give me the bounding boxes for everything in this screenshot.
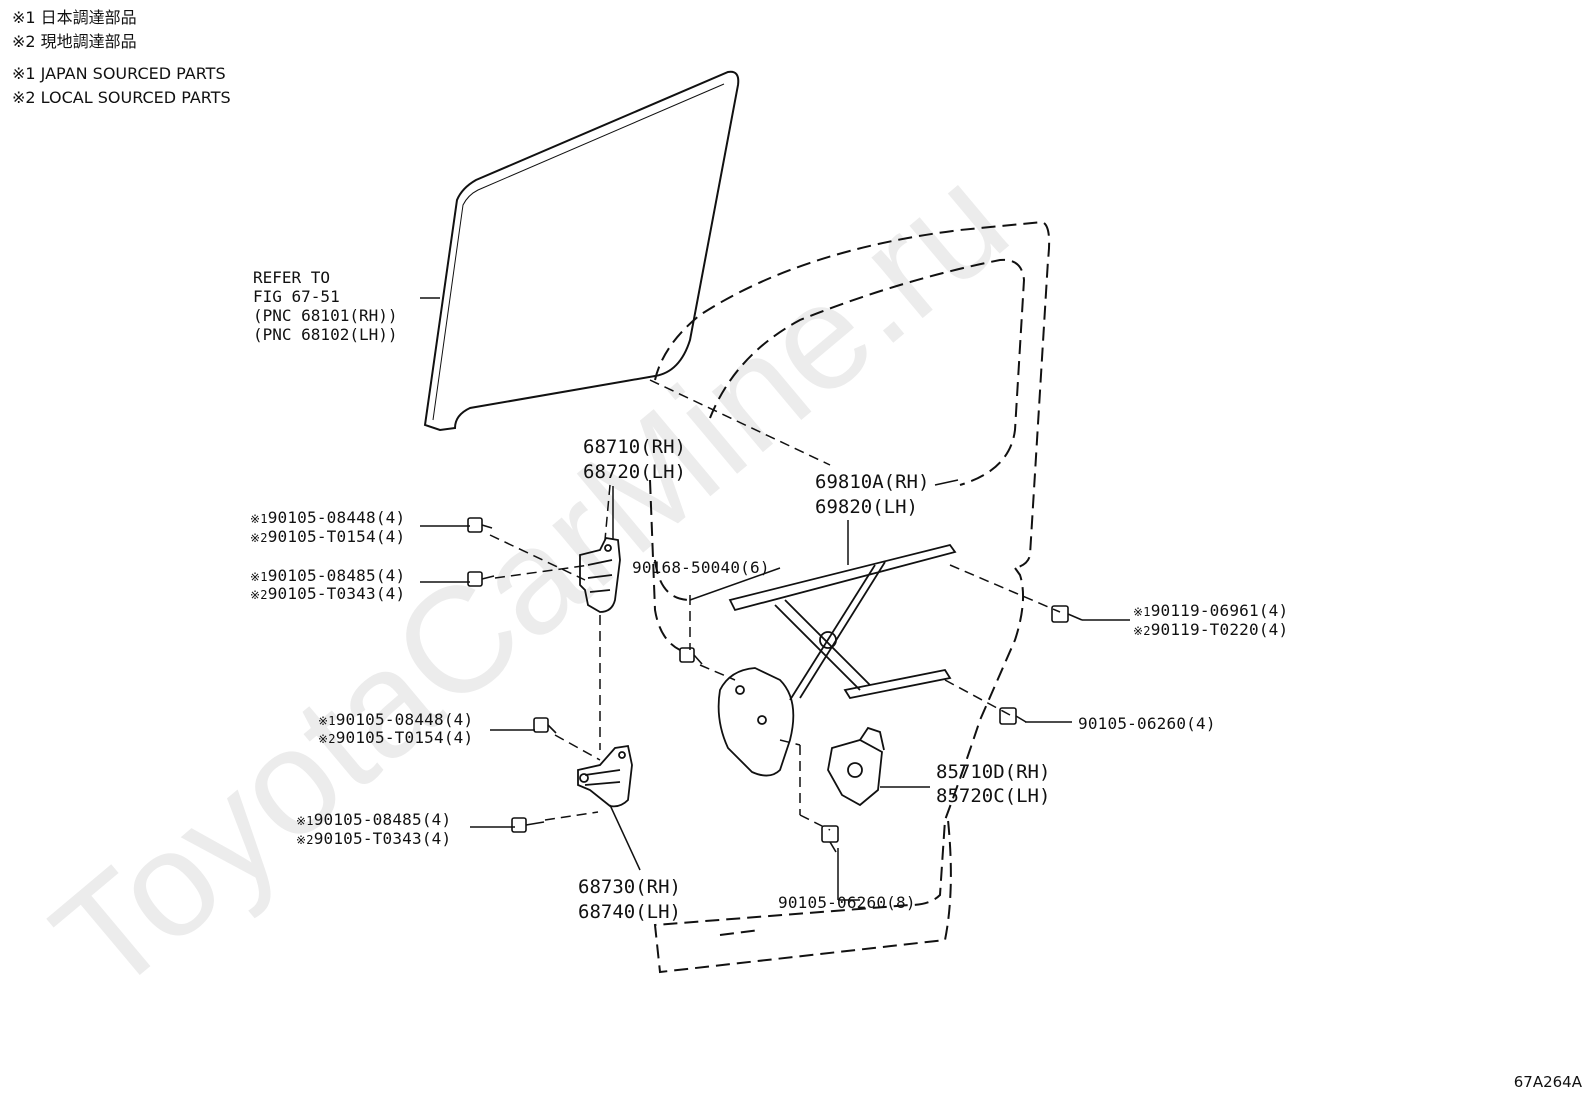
bolt-b7 — [999, 707, 1027, 725]
refer-line-4: (PNC 68102(LH)) — [253, 325, 398, 344]
pnc-hinge-upper-rh: 68710(RH) — [583, 436, 686, 458]
bolt-b3-line-1: ※190105-08448(4) — [318, 710, 474, 729]
pnc-motor-lh: 85720C(LH) — [936, 785, 1051, 807]
bolt-b8 — [821, 825, 839, 853]
bolts — [467, 517, 1083, 853]
note-local-en: ※2 LOCAL SOURCED PARTS — [12, 88, 231, 107]
pnc-hinge-upper-lh: 68720(LH) — [583, 461, 686, 483]
bolt-b4-line-1: ※190105-08485(4) — [296, 810, 452, 829]
bolt-b1 — [467, 517, 493, 533]
door-window-opening — [709, 258, 1026, 486]
bolt-b3 — [533, 717, 557, 734]
pnc-regulator-rh: 69810A(RH) — [815, 471, 930, 493]
regulator-motor — [827, 726, 885, 807]
bolt-b1-line-1: ※190105-08448(4) — [250, 508, 406, 527]
note-japan-jp: ※1 日本調達部品 — [12, 8, 137, 27]
bolt-b2 — [467, 571, 495, 587]
window-regulator — [717, 543, 957, 777]
bolt-b5 — [1051, 605, 1083, 623]
bolt-b2-line-1: ※190105-08485(4) — [250, 566, 406, 585]
refer-line-3: (PNC 68101(RH)) — [253, 306, 398, 325]
bolt-b4-line-2: ※290105-T0343(4) — [296, 829, 452, 848]
bolt-b5-line-2: ※290119-T0220(4) — [1133, 620, 1289, 639]
door-glass — [423, 70, 740, 432]
lower-hinge — [577, 744, 633, 808]
figure-code: 67A264A — [1513, 1073, 1582, 1091]
bolt-b2-line-2: ※290105-T0343(4) — [250, 584, 406, 603]
pnc-regulator-lh: 69820(LH) — [815, 496, 918, 518]
bolt-b8-label: 90105-06260(8) — [778, 893, 916, 912]
bolt-b3-line-2: ※290105-T0154(4) — [318, 728, 474, 747]
note-japan-en: ※1 JAPAN SOURCED PARTS — [12, 64, 226, 83]
refer-line-2: FIG 67-51 — [253, 287, 340, 306]
door-frame — [653, 220, 1051, 974]
note-local-jp: ※2 現地調達部品 — [12, 32, 137, 51]
bolt-b5-line-1: ※190119-06961(4) — [1133, 601, 1289, 620]
bolt-b7-label: 90105-06260(4) — [1078, 714, 1216, 733]
refer-line-1: REFER TO — [253, 268, 331, 287]
pnc-hinge-lower-lh: 68740(LH) — [578, 901, 681, 923]
door-inner-panel — [649, 479, 761, 936]
solid-leaders — [420, 297, 1130, 901]
upper-hinge — [579, 537, 621, 613]
pnc-hinge-lower-rh: 68730(RH) — [578, 876, 681, 898]
bolt-b1-line-2: ※290105-T0154(4) — [250, 527, 406, 546]
bolt-b4 — [511, 817, 545, 833]
door-glass-inner — [432, 83, 725, 421]
bolt-b6-label: 90168-50040(6) — [632, 558, 770, 577]
pnc-motor-rh: 85710D(RH) — [936, 761, 1051, 783]
dashed-leaders — [489, 379, 1061, 831]
bolt-b6 — [679, 647, 703, 665]
